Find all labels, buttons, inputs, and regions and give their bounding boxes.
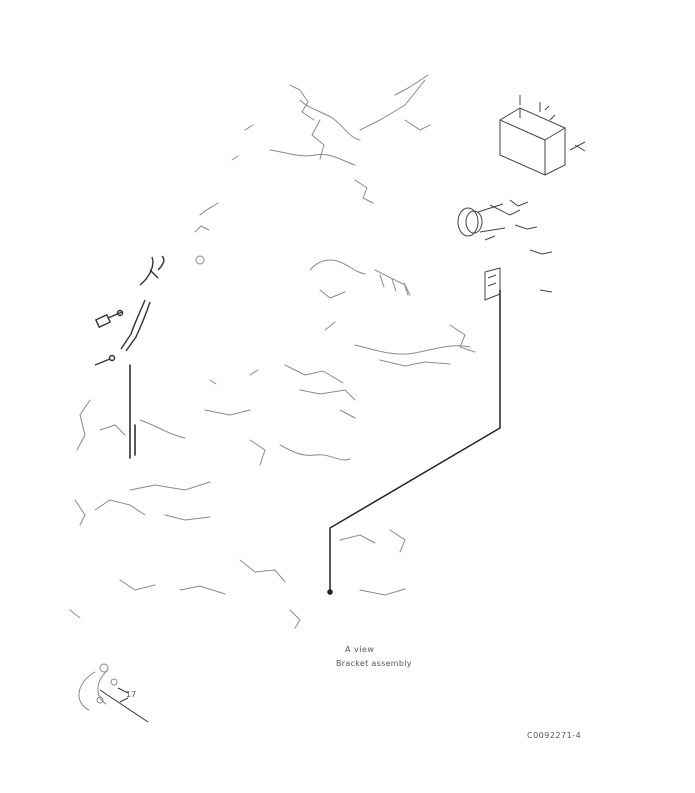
- upper-harness-assembly: [194, 74, 431, 265]
- view-sublabel: Bracket assembly: [336, 659, 412, 668]
- view-label: A view: [345, 645, 375, 654]
- line-clip-bracket: [484, 267, 501, 301]
- control-box-bracket: [499, 95, 586, 176]
- main-pipe-routing: [129, 289, 501, 595]
- motor-connector: [457, 199, 553, 293]
- middle-bracket-assembly: [284, 259, 476, 419]
- lower-frame-assembly: [69, 369, 406, 629]
- detail-callout-number: 17: [126, 690, 137, 699]
- leader-lines: [99, 687, 149, 723]
- u-hose-detail: [78, 663, 118, 711]
- left-hose-bracket: [94, 255, 165, 366]
- document-id: C0092271-4: [527, 731, 582, 740]
